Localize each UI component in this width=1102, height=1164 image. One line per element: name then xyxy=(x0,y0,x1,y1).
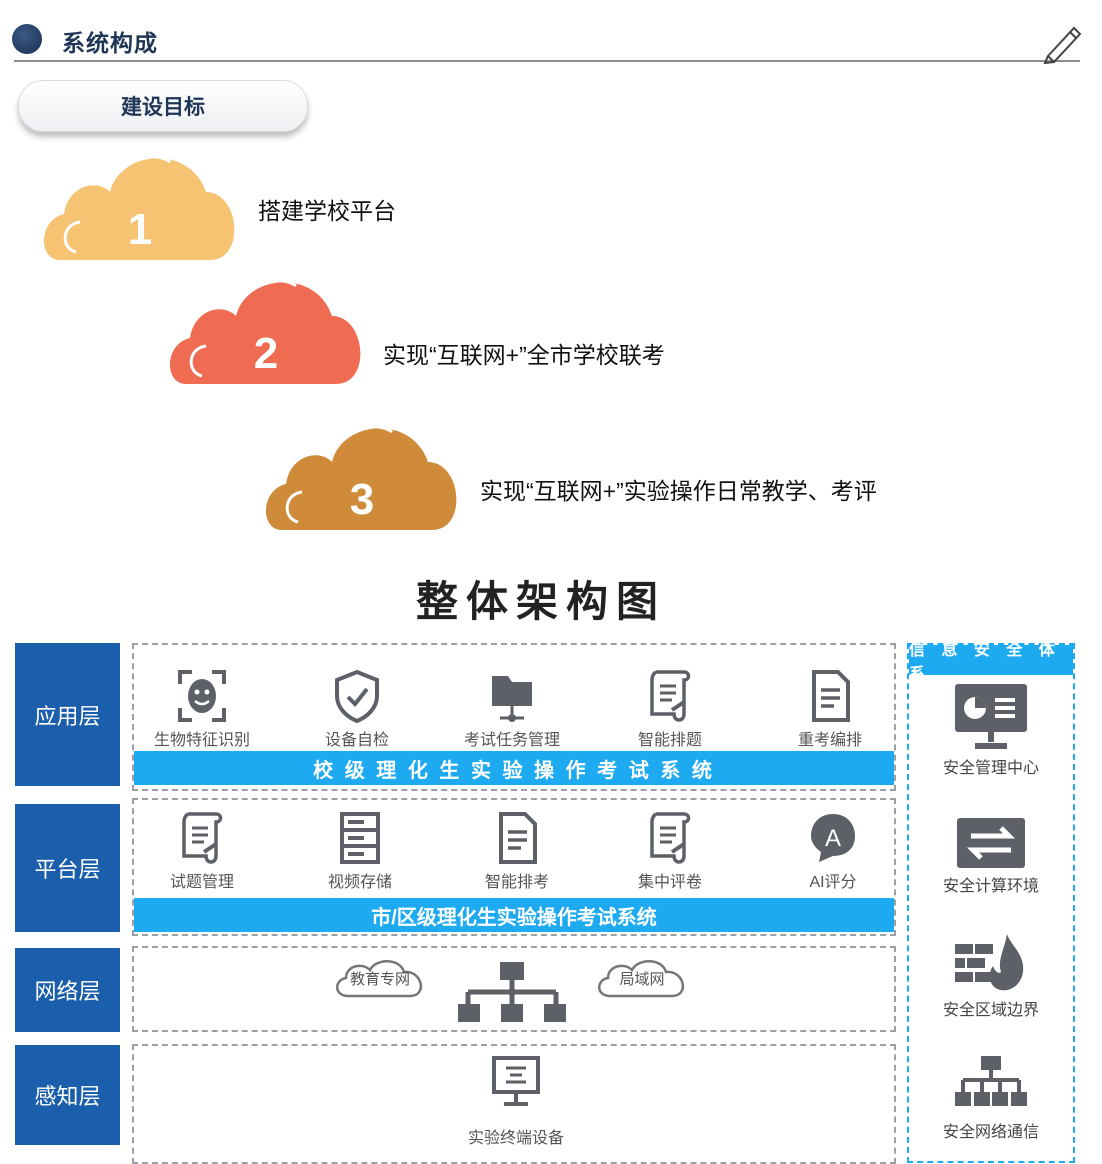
layer-network: 网络层 xyxy=(15,948,120,1032)
page-title: 系统构成 xyxy=(62,30,158,56)
goal-3-text: 实现“互联网+”实验操作日常教学、考评 xyxy=(480,478,877,504)
app-system-bar: 校 级 理 化 生 实 验 操 作 考 试 系 统 xyxy=(134,751,894,785)
cloud-1-icon: 1 xyxy=(43,155,235,260)
app-item-exam-task: 考试任务管理 xyxy=(447,668,577,750)
monitor-icon xyxy=(492,1056,540,1106)
security-item-computing: 安全计算环境 xyxy=(909,816,1073,896)
app-item-label: 考试任务管理 xyxy=(463,732,560,749)
app-item-label: 设备自检 xyxy=(324,732,389,749)
platform-system-bar: 市/区级理化生实验操作考试系统 xyxy=(134,898,894,932)
face-scan-icon xyxy=(178,670,226,722)
platform-box xyxy=(132,798,896,936)
document-icon xyxy=(499,812,537,864)
goal-1-text: 搭建学校平台 xyxy=(258,198,396,224)
network-cloud-label: 教育专网 xyxy=(349,971,410,988)
cloud-1-number: 1 xyxy=(128,205,152,254)
platform-item-label: 视频存储 xyxy=(327,874,392,891)
layer-application: 应用层 xyxy=(15,643,120,786)
server-icon xyxy=(340,812,380,864)
scroll-icon xyxy=(650,670,691,722)
network-box xyxy=(132,946,896,1032)
security-item-label: 安全区域边界 xyxy=(942,1002,1039,1019)
cloud-3-number: 3 xyxy=(350,475,374,524)
app-item-smart-questions: 智能排题 xyxy=(605,668,735,750)
platform-item-grading: 集中评卷 xyxy=(605,810,735,892)
security-item-boundary: 安全区域边界 xyxy=(909,932,1073,1020)
application-box xyxy=(132,643,896,791)
scroll-icon xyxy=(182,812,223,864)
platform-item-smart-schedule: 智能排考 xyxy=(452,810,582,892)
layer-perception: 感知层 xyxy=(15,1045,120,1145)
network-hub-icon xyxy=(458,962,566,1022)
platform-item-label: 集中评卷 xyxy=(637,874,702,891)
cloud-icon xyxy=(336,960,423,998)
layer-platform: 平台层 xyxy=(15,804,120,932)
shield-check-icon xyxy=(335,669,379,724)
security-item-network: 安全网络通信 xyxy=(909,1054,1073,1142)
app-item-label: 智能排题 xyxy=(637,732,702,749)
header-divider xyxy=(14,60,1080,62)
app-item-label: 生物特征识别 xyxy=(153,732,250,749)
cloud-2-icon: 2 xyxy=(169,279,361,384)
ai-chat-icon: A xyxy=(811,814,855,862)
platform-item-ai: A AI评分 xyxy=(768,810,898,892)
cloud-2-number: 2 xyxy=(254,329,278,378)
platform-item-video: 视频存储 xyxy=(295,810,425,892)
security-system-title: 信 息 安 全 体 系 xyxy=(909,642,1073,683)
network-cloud-lan: 局域网 xyxy=(592,956,692,1002)
monitor-icon xyxy=(955,684,1027,749)
platform-item-label: 智能排考 xyxy=(484,874,549,891)
app-item-label: 重考编排 xyxy=(797,732,862,749)
cloud-3-icon: 3 xyxy=(265,425,457,530)
security-item-label: 安全管理中心 xyxy=(942,760,1039,777)
document-icon xyxy=(812,670,850,722)
platform-item-questions: 试题管理 xyxy=(137,810,267,892)
network-cloud-education: 教育专网 xyxy=(330,956,430,1002)
perception-device-label: 实验终端设备 xyxy=(467,1130,564,1147)
svg-text:A: A xyxy=(825,825,841,852)
cloud-icon xyxy=(598,960,685,998)
pen-icon xyxy=(1043,26,1082,64)
platform-item-label: 试题管理 xyxy=(169,874,234,891)
security-item-label: 安全计算环境 xyxy=(942,878,1039,895)
network-hub-icon xyxy=(955,1056,1027,1106)
app-item-biometric: 生物特征识别 xyxy=(137,668,267,750)
app-item-reexam: 重考编排 xyxy=(765,668,895,750)
security-item-management: 安全管理中心 xyxy=(909,682,1073,778)
goal-section-title: 建设目标 xyxy=(18,80,308,132)
diagram-title: 整体架构图 xyxy=(415,578,666,625)
firewall-icon xyxy=(955,934,1024,991)
security-item-label: 安全网络通信 xyxy=(942,1124,1039,1141)
goal-2-text: 实现“互联网+”全市学校联考 xyxy=(383,342,665,368)
header-bullet xyxy=(12,24,42,54)
network-cloud-label: 局域网 xyxy=(619,971,665,988)
platform-item-label: AI评分 xyxy=(809,874,857,891)
app-item-selfcheck: 设备自检 xyxy=(292,668,422,750)
exchange-icon xyxy=(957,818,1025,868)
folder-network-icon xyxy=(492,676,532,722)
scroll-icon xyxy=(650,812,691,864)
